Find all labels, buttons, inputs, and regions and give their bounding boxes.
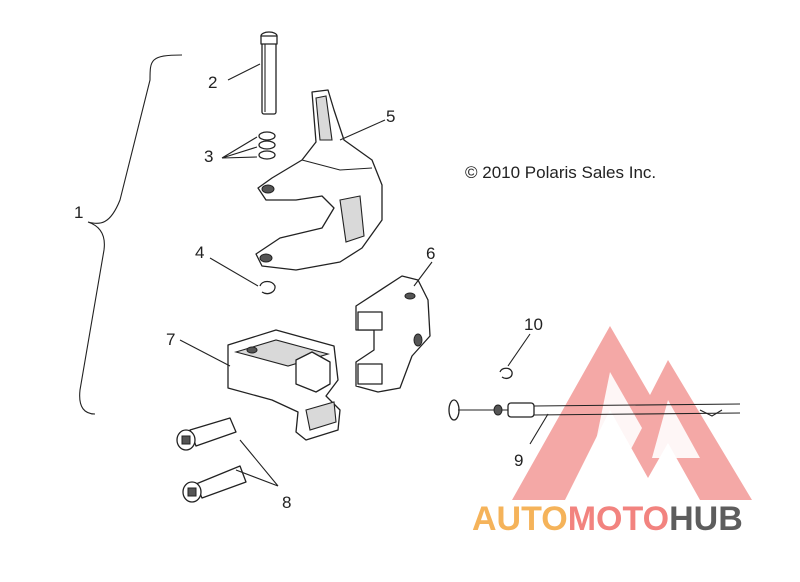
- watermark-moto: MOTO: [568, 500, 669, 538]
- callout-2: 2: [208, 73, 217, 92]
- leader-2: [227, 63, 261, 81]
- leader-4: [209, 257, 259, 287]
- watermark-text: AUTOMOTOHUB: [472, 500, 743, 538]
- watermark-hub: HUB: [669, 500, 743, 538]
- callout-9: 9: [514, 451, 523, 470]
- leader-7: [179, 339, 231, 367]
- leader-10: [507, 333, 531, 367]
- e-clip-part: [259, 280, 276, 295]
- leader-3: [221, 136, 258, 159]
- washer-stack-part: [258, 131, 276, 160]
- clamp-half-part: [355, 275, 431, 393]
- leader-5: [339, 119, 386, 141]
- callout-6: 6: [426, 244, 435, 263]
- callout-3: 3: [204, 147, 213, 166]
- leader-9: [529, 413, 549, 445]
- callout-10: 10: [524, 315, 543, 334]
- clamp-block-part: [227, 329, 341, 441]
- small-clip-part: [499, 367, 513, 379]
- watermark-auto: AUTO: [472, 500, 568, 538]
- mounting-bracket-part: [255, 89, 383, 271]
- group-brace: [79, 54, 183, 415]
- watermark-logo: [512, 326, 752, 500]
- callout-1: 1: [74, 203, 83, 222]
- pin-bolt-part: [260, 31, 278, 115]
- bolt-pair-part: [176, 417, 247, 503]
- leader-6: [413, 261, 433, 287]
- callout-4: 4: [195, 243, 204, 262]
- callout-5: 5: [386, 107, 395, 126]
- callout-8: 8: [282, 493, 291, 512]
- leader-8: [235, 439, 279, 487]
- throttle-cable-part: [448, 399, 741, 421]
- copyright-text: © 2010 Polaris Sales Inc.: [465, 163, 656, 182]
- callout-7: 7: [166, 330, 175, 349]
